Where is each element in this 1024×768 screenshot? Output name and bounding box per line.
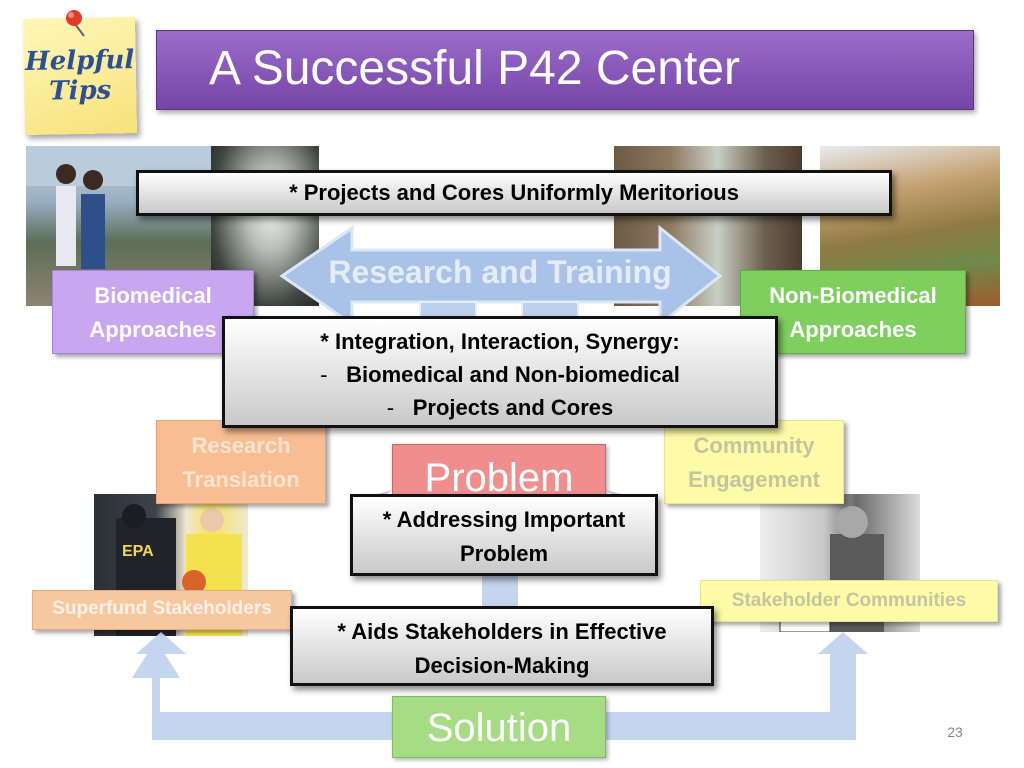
research-translation-line-2: Translation [182, 467, 300, 492]
meritorious-callout: * Projects and Cores Uniformly Meritorio… [136, 170, 892, 216]
research-translation-line-1: Research [191, 433, 291, 458]
decision-line-1: * Aids Stakeholders in Effective [337, 619, 667, 644]
biomedical-line-2: Approaches [89, 317, 217, 342]
title-bar: A Successful P42 Center [156, 30, 974, 110]
integration-item-1: Biomedical and Non-biomedical [346, 362, 680, 387]
integration-line-3: -Projects and Cores [225, 391, 775, 424]
research-training-label: Research and Training [328, 254, 672, 290]
page-number: 23 [947, 724, 963, 740]
page-title: A Successful P42 Center [209, 42, 740, 95]
important-line-2: Problem [459, 541, 549, 566]
integration-item-2: Projects and Cores [412, 395, 614, 420]
integration-callout: * Integration, Interaction, Synergy: -Bi… [222, 316, 778, 428]
research-translation-box: Research Translation [156, 420, 326, 504]
decision-line-2: Decision-Making [414, 653, 590, 678]
stakeholder-communities-box: Stakeholder Communities [700, 580, 998, 622]
non-biomedical-approaches-box: Non-Biomedical Approaches [740, 270, 966, 354]
important-line-1: * Addressing Important [382, 507, 626, 532]
community-engagement-line-1: Community [693, 433, 815, 458]
feedback-arrow [152, 650, 392, 740]
research-training-arrow [279, 224, 723, 328]
decision-making-callout: * Aids Stakeholders in Effective Decisio… [290, 606, 714, 686]
epa-jacket-text: EPA [122, 543, 154, 560]
community-engagement-line-2: Engagement [687, 467, 821, 492]
important-problem-callout: * Addressing Important Problem [350, 494, 658, 576]
biomedical-approaches-box: Biomedical Approaches [52, 270, 254, 354]
superfund-stakeholders-box: Superfund Stakeholders [32, 590, 292, 630]
non-biomedical-line-1: Non-Biomedical [769, 283, 937, 308]
integration-line-2: -Biomedical and Non-biomedical [225, 358, 775, 391]
integration-dash-2: - [386, 395, 395, 420]
non-biomedical-line-2: Approaches [789, 317, 917, 342]
integration-dash-1: - [320, 362, 328, 387]
solution-box: Solution [392, 696, 606, 758]
integration-line-1: * Integration, Interaction, Synergy: [320, 329, 680, 354]
biomedical-line-1: Biomedical [94, 283, 212, 308]
pushpin-icon [66, 10, 85, 37]
community-engagement-box: Community Engagement [664, 420, 844, 504]
